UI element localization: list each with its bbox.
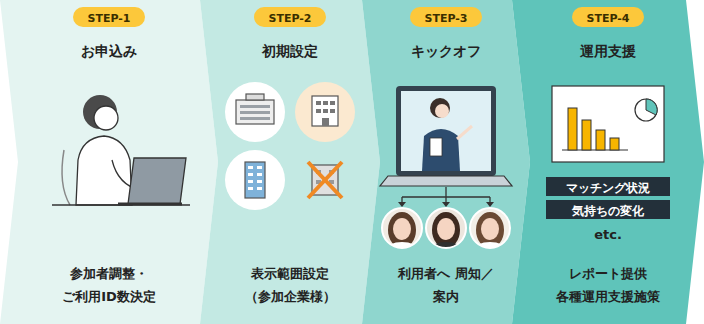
step-label: STEP-1 [87,9,130,29]
chevron-fill [200,0,380,324]
step-title: 初期設定 [218,40,362,63]
company-icons [225,82,355,210]
step-label: STEP-3 [424,9,467,29]
applicant-illustration [52,95,190,205]
step-description: レポート提供 各種運用支援施策 [548,262,668,308]
status-label: 気持ちの変化 [572,202,644,221]
step-title: お申込み [18,40,200,63]
step-title: キックオフ [380,40,512,63]
step-description: 利用者へ 周知／案内 [396,262,496,308]
step-badge: STEP-3 [410,7,482,27]
step-panel: キックオフ利用者へ 周知／案内 STEP-3 [362,0,530,324]
step-badge: STEP-1 [73,7,145,27]
step-title: 運用支援 [530,40,686,63]
status-label: マッチング状況 [566,179,650,198]
chevron-fill [0,0,218,324]
kickoff-illustration [380,86,512,258]
status-tag: マッチング状況 [546,177,670,196]
status-tag: 気持ちの変化 [546,200,670,219]
step-panel: 運用支援 etc. レポート提供 各種運用支援施策 STEP-4 マッチング状況気持ちの… [512,0,704,324]
chevron-fill [362,0,530,324]
step-label: STEP-2 [268,9,311,29]
step-panel: 初期設定表示範囲設定 （参加企業様） STEP-2 [200,0,380,324]
etc-text: etc. [530,223,686,246]
step-label: STEP-4 [586,9,629,29]
report-chart-icon [552,86,664,162]
step-panel: お申込み参加者調整・ ご利用ID数決定 STEP-1 [0,0,218,324]
step-badge: STEP-4 [572,7,644,27]
chevron-fill [512,0,704,324]
step-description: 参加者調整・ ご利用ID数決定 [49,262,169,308]
step-description: 表示範囲設定 （参加企業様） [230,262,350,308]
step-badge: STEP-2 [254,7,326,27]
